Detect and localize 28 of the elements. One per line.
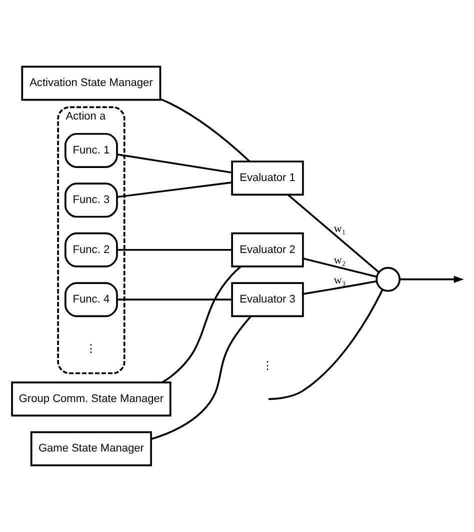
connector — [160, 98, 250, 162]
connector — [268, 289, 384, 400]
node-box: Activation State Manager — [21, 66, 162, 101]
node-box: Evaluator 1 — [231, 160, 304, 196]
node-box: Evaluator 2 — [231, 232, 304, 268]
label: ⋮ — [262, 360, 274, 372]
edge-label: w₂ — [334, 254, 346, 266]
connector — [303, 280, 377, 295]
node-box: Func. 1 — [64, 132, 118, 168]
connector — [162, 266, 242, 384]
node-box: Group Comm. State Manager — [11, 382, 172, 417]
connector — [117, 298, 232, 301]
connector — [117, 182, 232, 198]
node-box: Game State Manager — [30, 431, 152, 466]
arrow — [400, 276, 464, 283]
connector — [287, 194, 380, 273]
edge-label: w₁ — [334, 223, 346, 236]
label: ⋮ — [86, 343, 97, 356]
connector — [151, 316, 252, 440]
node-box: Func. 3 — [64, 182, 118, 218]
connector — [116, 154, 232, 174]
node-box: Evaluator 3 — [231, 282, 304, 318]
connector — [117, 248, 232, 251]
node-box: Func. 4 — [64, 282, 118, 318]
node-box: Func. 2 — [64, 232, 118, 268]
edge-label: w₃ — [334, 274, 346, 287]
node-circle — [376, 266, 401, 292]
connector — [302, 258, 377, 278]
